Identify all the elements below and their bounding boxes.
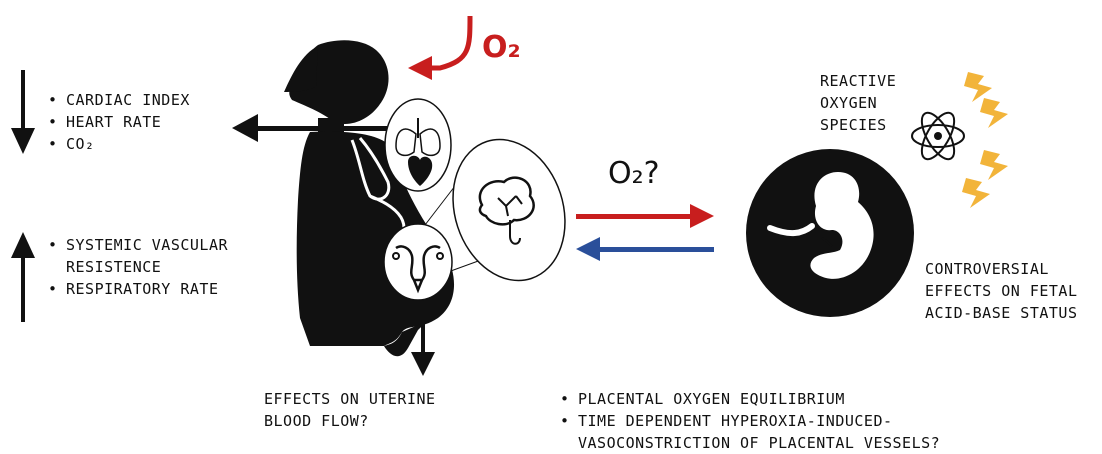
ros-label: REACTIVE OXYGEN SPECIES xyxy=(820,70,896,136)
right-arrow-icon xyxy=(576,204,714,228)
oxygen-exchange-label: O₂? xyxy=(608,156,660,191)
list-item: PLACENTAL OXYGEN EQUILIBRIUM xyxy=(556,388,940,410)
atom-icon xyxy=(912,108,964,164)
list-item: CARDIAC INDEX xyxy=(44,89,190,111)
down-arrow-icon xyxy=(11,70,35,154)
fetal-effects-line-3: ACID-BASE STATUS xyxy=(925,304,1078,322)
fetal-effects-line-1: CONTROVERSIAL xyxy=(925,260,1049,278)
lungs-heart-icon xyxy=(385,99,451,191)
list-item: SYSTEMIC VASCULAR RESISTENCE xyxy=(44,234,228,278)
decrease-list: CARDIAC INDEX HEART RATE CO₂ xyxy=(44,89,190,155)
list-item: TIME DEPENDENT HYPEROXIA-INDUCED- VASOCO… xyxy=(556,410,940,454)
oxygen-arrow-icon xyxy=(408,16,470,80)
list-item-line: SYSTEMIC VASCULAR xyxy=(66,236,228,254)
ros-line-2: OXYGEN xyxy=(820,94,877,112)
up-arrow-icon xyxy=(11,232,35,322)
list-item: RESPIRATORY RATE xyxy=(44,278,228,300)
list-item-line: RESISTENCE xyxy=(66,258,161,276)
list-item-line: TIME DEPENDENT HYPEROXIA-INDUCED- xyxy=(578,412,893,430)
fetal-effects-line-2: EFFECTS ON FETAL xyxy=(925,282,1078,300)
increase-list: SYSTEMIC VASCULAR RESISTENCE RESPIRATORY… xyxy=(44,234,228,300)
ros-line-3: SPECIES xyxy=(820,116,887,134)
fetal-effects-label: CONTROVERSIAL EFFECTS ON FETAL ACID-BASE… xyxy=(925,258,1078,324)
left-arrow-icon xyxy=(576,237,714,261)
pregnant-woman-icon xyxy=(284,40,454,356)
oxygen-supply-label: O₂ xyxy=(482,30,521,65)
uterus-icon xyxy=(384,224,452,300)
list-item: CO₂ xyxy=(44,133,190,155)
list-item: HEART RATE xyxy=(44,111,190,133)
uterine-line-2: BLOOD FLOW? xyxy=(264,412,369,430)
uterine-effects-label: EFFECTS ON UTERINE BLOOD FLOW? xyxy=(264,388,436,432)
lightning-icon xyxy=(962,72,1008,208)
ros-line-1: REACTIVE xyxy=(820,72,896,90)
placenta-list: PLACENTAL OXYGEN EQUILIBRIUM TIME DEPEND… xyxy=(556,388,940,454)
list-item-line: VASOCONSTRICTION OF PLACENTAL VESSELS? xyxy=(578,434,940,452)
fetus-icon xyxy=(746,149,914,317)
uterine-line-1: EFFECTS ON UTERINE xyxy=(264,390,436,408)
